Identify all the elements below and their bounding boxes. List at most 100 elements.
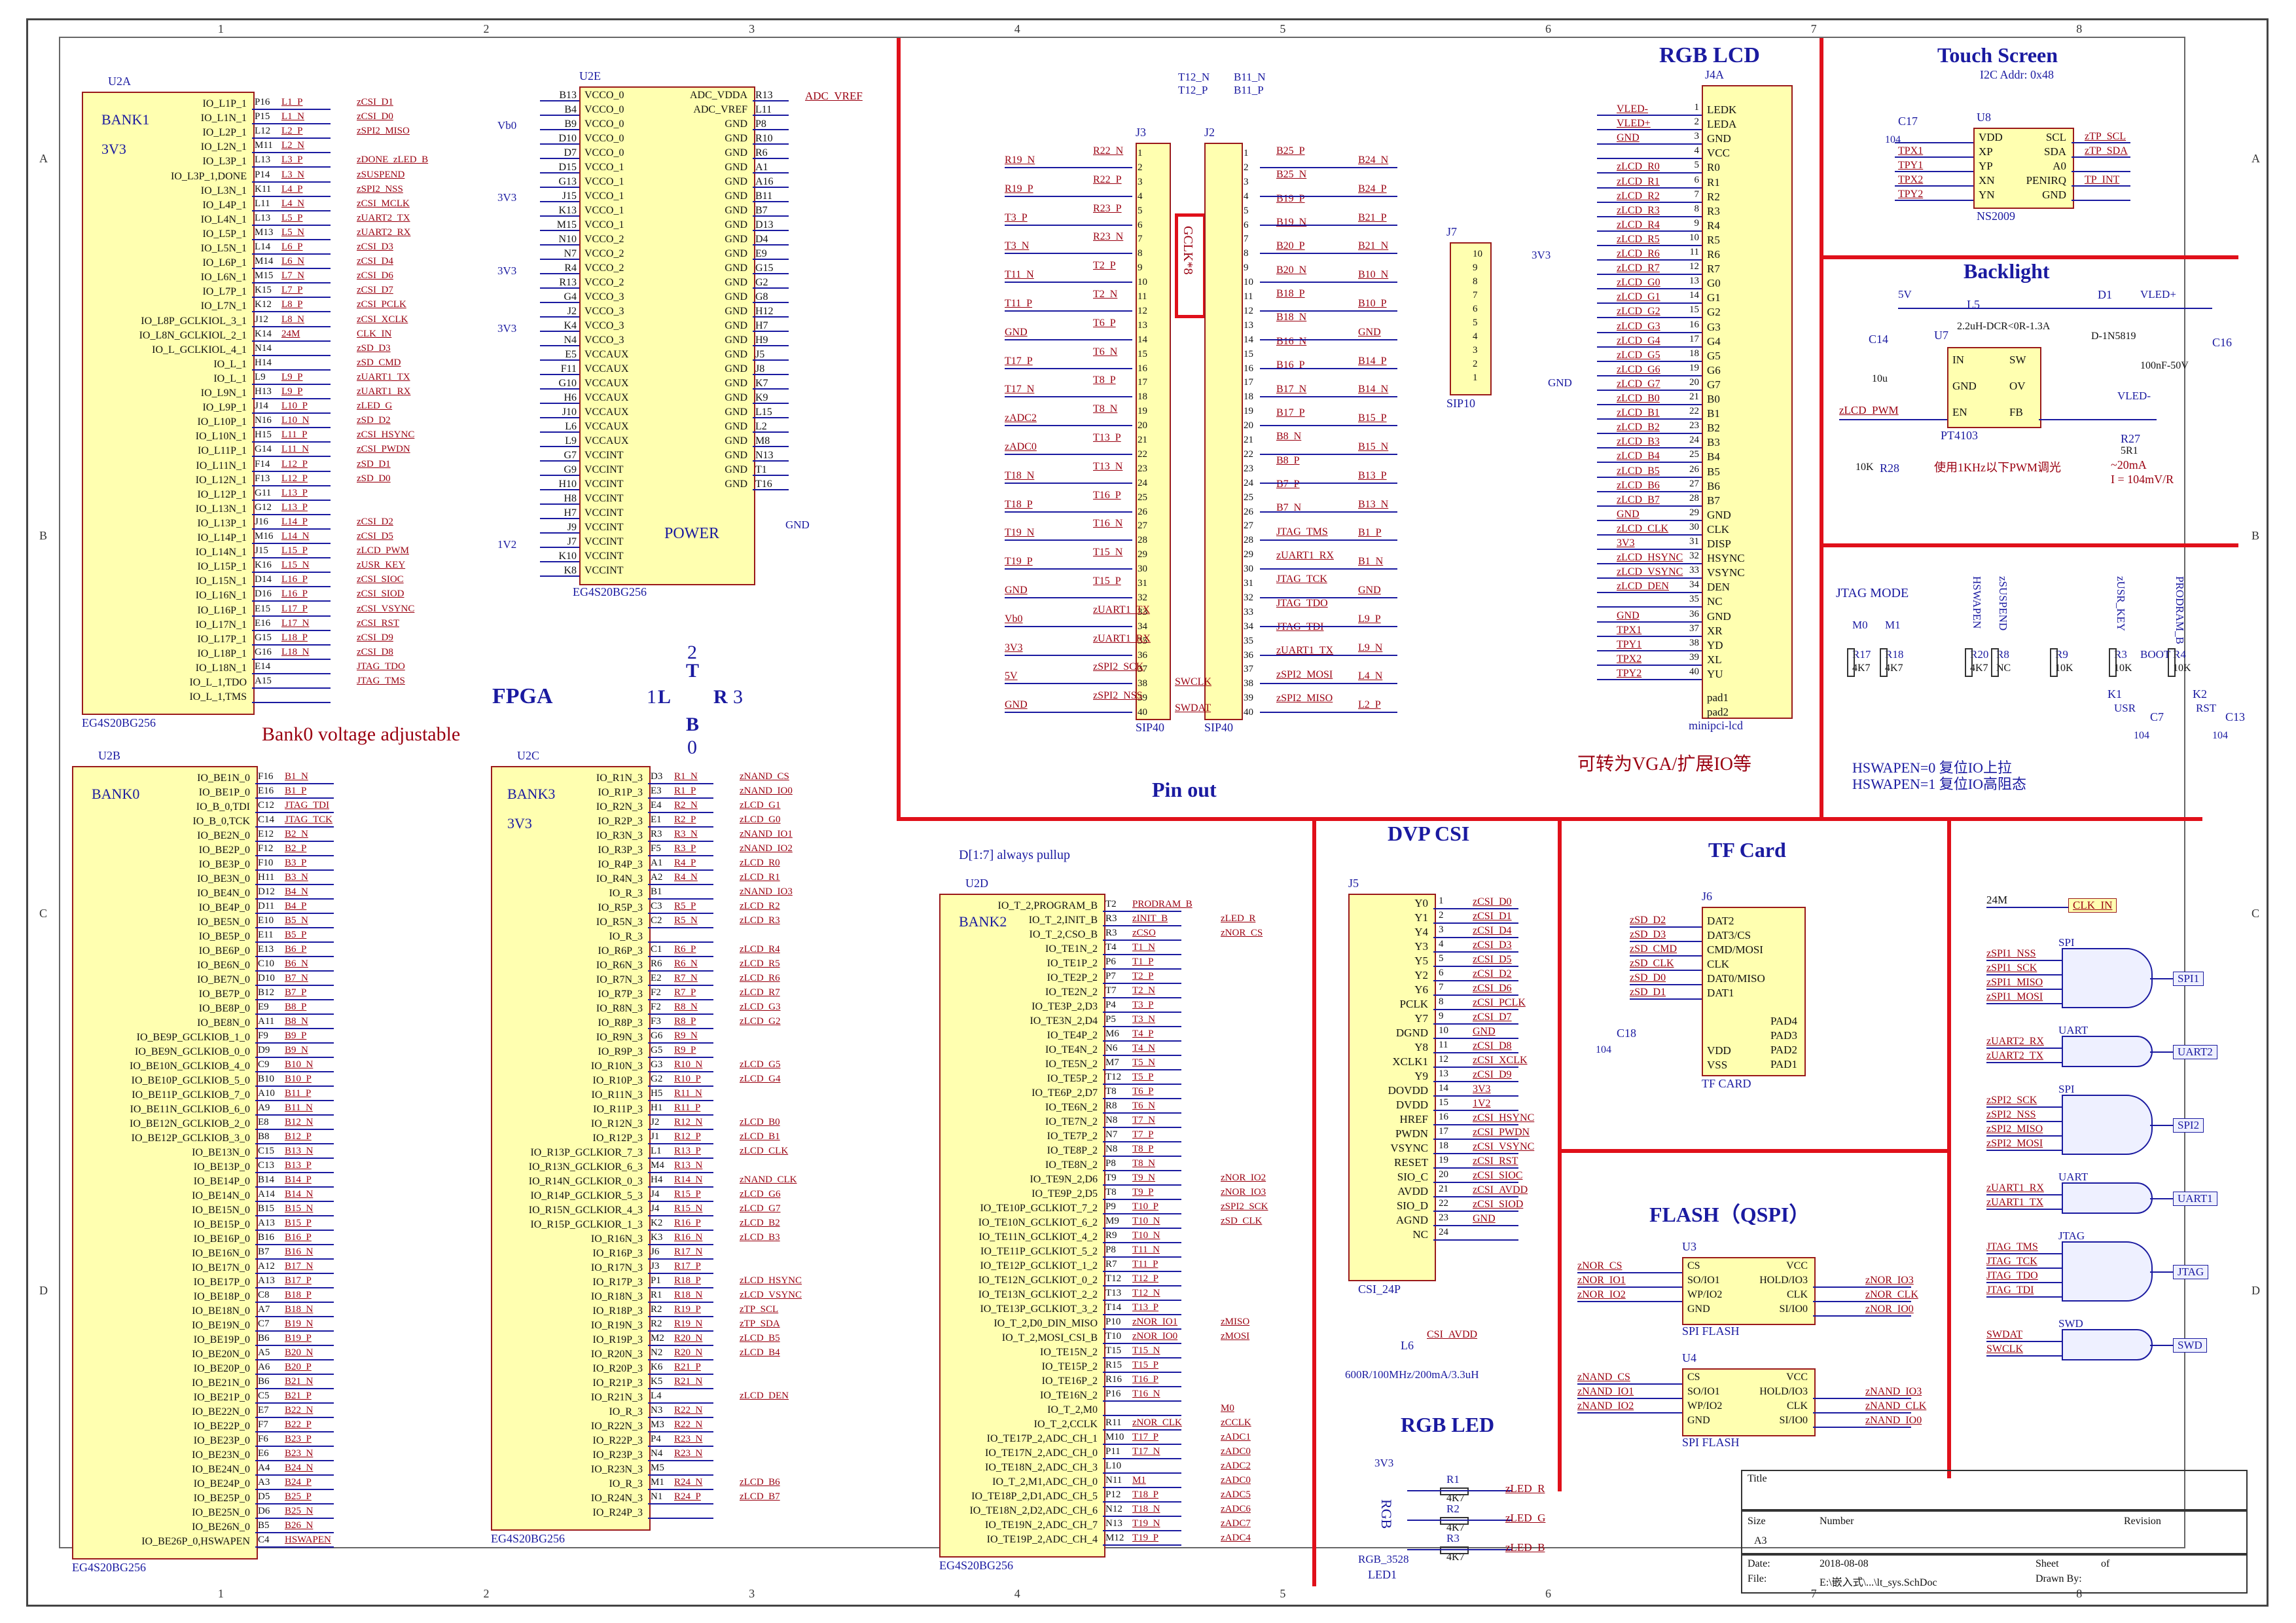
u2e-right-name: GND <box>725 248 747 259</box>
u2b-net: B7_P <box>285 987 307 998</box>
u2c-pin-number: N3 <box>651 1405 663 1415</box>
u2b-pin-number: D12 <box>258 886 275 897</box>
rgbled-r: R2 <box>1446 1503 1460 1515</box>
u2e-left-pin: B9 <box>564 119 577 130</box>
j3-left-net: T11_P <box>1005 298 1033 309</box>
lcd-wire <box>1597 115 1702 116</box>
u2b-net: B23_N <box>285 1448 314 1459</box>
u2c-pin-name: IO_R12P_3 <box>592 1133 643 1144</box>
lcd-note: 可转为VGA/扩展IO等 <box>1577 754 1751 775</box>
j2-pin-number: 23 <box>1244 463 1253 474</box>
u2c-pin-wire <box>648 1230 713 1231</box>
u2d-pin-name: IO_TE13N_GCLKIOT_2_2 <box>978 1289 1098 1300</box>
u2d-pin-wire <box>1103 1012 1181 1013</box>
u2b-pin-number: C13 <box>258 1160 275 1171</box>
flash-u4-ref: U4 <box>1682 1351 1696 1364</box>
u2d-pin-wire <box>1103 1386 1181 1387</box>
j2-pin-number: 33 <box>1244 606 1253 617</box>
u2d-net: T5_N <box>1132 1057 1155 1068</box>
u2d-pin-wire <box>1103 1458 1181 1459</box>
u2c-pin-wire <box>648 1359 713 1360</box>
tf-wire <box>1630 998 1702 1000</box>
dvp-title: DVP CSI <box>1388 822 1470 845</box>
lcd-pin-name: LEDA <box>1707 118 1737 131</box>
conn-group-port-wire <box>2150 1051 2173 1053</box>
u2c-net: R12_P <box>674 1131 701 1142</box>
u2b-pin-number: D6 <box>258 1506 270 1516</box>
u2e-right-name: GND <box>725 349 747 360</box>
u2c-pin-number: F3 <box>651 1016 661 1027</box>
u2c-pin-wire <box>648 970 713 972</box>
u2c-net: R14_N <box>674 1175 703 1185</box>
u2a-pin-wire <box>252 470 331 472</box>
u2a-net2: zCSI_HSYNC <box>357 429 415 441</box>
dvp-wire <box>1433 1081 1518 1082</box>
u2e-left-wire <box>540 475 579 476</box>
dvp-wire <box>1433 994 1518 996</box>
u2b-pin-wire <box>255 941 334 943</box>
u2a-pin-number: F14 <box>255 458 270 469</box>
j3-left-net: T11_N <box>1005 269 1034 281</box>
lcd-net: zLCD_G6 <box>1617 363 1660 375</box>
u2e-left-wire <box>540 273 579 274</box>
j2-far-net: B21_P <box>1358 211 1387 223</box>
j2-pin-number: 13 <box>1244 319 1253 331</box>
backlight-r28v: 10K <box>1856 462 1874 473</box>
u2a-net: L3_N <box>281 169 304 180</box>
lcd-wire <box>1597 490 1702 492</box>
j2-far-net: B1_P <box>1358 527 1382 539</box>
tf-part: TF CARD <box>1702 1077 1751 1090</box>
lcd-net: zLCD_HSYNC <box>1617 552 1683 564</box>
lcd-net: GND <box>1617 508 1640 520</box>
j3-pin-number: 11 <box>1138 291 1147 302</box>
u2c-net: R20_N <box>674 1333 703 1343</box>
dvp-pin: HREF <box>1399 1113 1428 1125</box>
u2e-left-name: VCCO_2 <box>584 234 624 245</box>
backlight-wire-top <box>1898 308 2212 309</box>
u2b-pin-name: IO_BE1N_0 <box>197 773 250 784</box>
u2b-pin-wire <box>255 855 334 856</box>
u2a-pin-number: H14 <box>255 357 272 368</box>
j3-left-net: T3_P <box>1005 211 1028 223</box>
u2d-pin-number: P16 <box>1105 1389 1121 1399</box>
conn-group-net: SWDAT <box>1986 1329 2023 1340</box>
backlight-r27v: 5R1 <box>2121 445 2138 456</box>
j3-left-net: 5V <box>1005 670 1018 682</box>
u2b-pin-wire <box>255 1532 334 1533</box>
u2e-right-wire <box>753 215 789 217</box>
u2c-pin-number: L1 <box>651 1146 662 1156</box>
lcd-pin-name: R3 <box>1707 204 1720 217</box>
j3-left-wire <box>1005 195 1132 197</box>
u2b-pin-name: IO_BE7P_0 <box>198 989 250 1000</box>
u2c-pin-wire <box>648 884 713 885</box>
jtag-res-ref: R4 <box>2173 648 2186 661</box>
u2e-left-pin: L6 <box>565 421 577 432</box>
u2a-pin-number: G11 <box>255 487 272 498</box>
u2d-pin-wire <box>1103 1429 1181 1431</box>
lcd-wire <box>1597 374 1702 376</box>
u2b-pin-number: A14 <box>258 1189 275 1199</box>
u2a-pin-wire <box>252 166 331 168</box>
u2e-right-name: GND <box>725 119 747 130</box>
j3-pin-number: 6 <box>1138 219 1143 230</box>
u2e-left-pin: N7 <box>564 248 577 259</box>
u2a-pin-number: E15 <box>255 603 271 614</box>
mark-2: 2 <box>687 642 697 663</box>
u2b-pin-number: B5 <box>258 1520 270 1531</box>
u2b-pin-name: IO_BE23P_0 <box>193 1435 250 1446</box>
u2c-net2: zLCD_VSYNC <box>740 1290 802 1300</box>
lcd-pin-number: 25 <box>1689 449 1699 460</box>
u2a-net: L14_N <box>281 531 310 541</box>
flash-left-pin: GND <box>1687 1304 1710 1315</box>
u2b-pin-name: IO_BE10N_GCLKIOB_4_0 <box>130 1061 250 1072</box>
u2e-left-pin: H10 <box>558 479 577 490</box>
u2c-pin-number: C1 <box>651 944 662 955</box>
lcd-pin-name: G1 <box>1707 291 1721 304</box>
u2b-pin-wire <box>255 1302 334 1303</box>
u2c-pin-name: IO_R21P_3 <box>592 1377 643 1389</box>
u2e-left-pin: G9 <box>564 464 577 475</box>
j2-far-wire <box>1260 338 1397 340</box>
j2-far-wire <box>1260 511 1397 513</box>
j2-net: JTAG_TDI <box>1276 621 1323 633</box>
u2a-pin-name: IO_L11P_1 <box>198 445 247 457</box>
